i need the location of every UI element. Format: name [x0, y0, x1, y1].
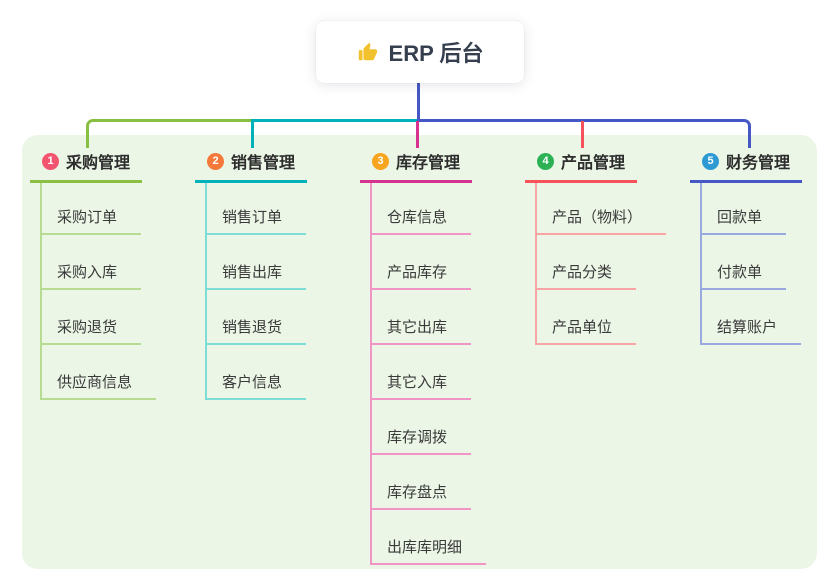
list-item: 回款单 [702, 183, 839, 235]
branch-title-label: 产品管理 [561, 155, 626, 172]
branch-items: 回款单 付款单 结算账户 [700, 183, 839, 345]
connector-root-vertical [417, 83, 420, 120]
subtopic-node[interactable]: 产品单位 [537, 316, 637, 345]
list-item: 付款单 [702, 235, 839, 290]
subtopic-node[interactable]: 产品分类 [537, 261, 637, 290]
thumbs-up-icon [358, 42, 377, 61]
branch-number-badge: 2 [207, 152, 224, 170]
subtopic-node[interactable]: 采购入库 [42, 261, 142, 290]
list-item: 库存调拨 [372, 400, 520, 455]
subtopic-node[interactable]: 回款单 [702, 206, 787, 235]
subtopic-node[interactable]: 客户信息 [207, 371, 307, 400]
list-item: 产品库存 [372, 235, 520, 290]
list-item: 销售出库 [207, 235, 355, 290]
list-item: 仓库信息 [372, 183, 520, 235]
branch-items: 产品（物料） 产品分类 产品单位 [535, 183, 685, 345]
root-node[interactable]: ERP 后台 [316, 21, 524, 83]
list-item: 客户信息 [207, 345, 355, 400]
list-item: 销售退货 [207, 290, 355, 345]
list-item: 采购退货 [42, 290, 190, 345]
connector-branch5-elbow [417, 119, 751, 148]
branch-number-badge: 5 [702, 152, 719, 170]
branch-purchase-management: 1 采购管理 采购订单 采购入库 采购退货 供应商信息 [30, 146, 190, 400]
branch-product-management: 4 产品管理 产品（物料） 产品分类 产品单位 [525, 146, 685, 345]
list-item: 出库库明细 [372, 510, 520, 565]
branch-title-label: 销售管理 [231, 155, 296, 172]
list-item: 其它入库 [372, 345, 520, 400]
subtopic-node[interactable]: 供应商信息 [42, 371, 157, 400]
branch-finance-management: 5 财务管理 回款单 付款单 结算账户 [690, 146, 839, 345]
branch-inventory-management: 3 库存管理 仓库信息 产品库存 其它出库 其它入库 库存调拨 库存盘点 出库库… [360, 146, 520, 565]
branch-items: 仓库信息 产品库存 其它出库 其它入库 库存调拨 库存盘点 出库库明细 [370, 183, 520, 565]
connector-branch3-drop [416, 121, 419, 148]
list-item: 产品分类 [537, 235, 685, 290]
branch-number-badge: 3 [372, 152, 389, 170]
list-item: 库存盘点 [372, 455, 520, 510]
subtopic-node[interactable]: 付款单 [702, 261, 787, 290]
list-item: 采购入库 [42, 235, 190, 290]
branch-title-node[interactable]: 2 销售管理 [195, 146, 307, 183]
list-item: 产品（物料） [537, 183, 685, 235]
branch-title-label: 采购管理 [66, 155, 131, 172]
list-item: 结算账户 [702, 290, 839, 345]
branch-items: 销售订单 销售出库 销售退货 客户信息 [205, 183, 355, 400]
branch-number-badge: 4 [537, 152, 554, 170]
connector-branch2-drop [251, 119, 254, 148]
subtopic-node[interactable]: 产品库存 [372, 261, 472, 290]
subtopic-node[interactable]: 其它出库 [372, 316, 472, 345]
branch-title-label: 库存管理 [396, 155, 461, 172]
connector-branch2-horizontal [253, 119, 417, 122]
branch-number-badge: 1 [42, 152, 59, 170]
connector-branch4-drop [581, 121, 584, 148]
subtopic-node[interactable]: 采购订单 [42, 206, 142, 235]
subtopic-node[interactable]: 销售出库 [207, 261, 307, 290]
branch-title-node[interactable]: 4 产品管理 [525, 146, 637, 183]
subtopic-node[interactable]: 出库库明细 [372, 536, 487, 565]
subtopic-node[interactable]: 产品（物料） [537, 206, 667, 235]
branch-sales-management: 2 销售管理 销售订单 销售出库 销售退货 客户信息 [195, 146, 355, 400]
branch-title-node[interactable]: 1 采购管理 [30, 146, 142, 183]
list-item: 采购订单 [42, 183, 190, 235]
subtopic-node[interactable]: 销售退货 [207, 316, 307, 345]
branch-items: 采购订单 采购入库 采购退货 供应商信息 [40, 183, 190, 400]
list-item: 产品单位 [537, 290, 685, 345]
connector-branch1-elbow [86, 119, 253, 148]
branch-title-label: 财务管理 [726, 155, 791, 172]
list-item: 销售订单 [207, 183, 355, 235]
branch-title-node[interactable]: 3 库存管理 [360, 146, 472, 183]
root-title: ERP 后台 [388, 41, 484, 66]
subtopic-node[interactable]: 库存调拨 [372, 426, 472, 455]
list-item: 供应商信息 [42, 345, 190, 400]
subtopic-node[interactable]: 销售订单 [207, 206, 307, 235]
subtopic-node[interactable]: 其它入库 [372, 371, 472, 400]
subtopic-node[interactable]: 采购退货 [42, 316, 142, 345]
branches-panel [22, 135, 817, 569]
subtopic-node[interactable]: 仓库信息 [372, 206, 472, 235]
branch-title-node[interactable]: 5 财务管理 [690, 146, 802, 183]
list-item: 其它出库 [372, 290, 520, 345]
subtopic-node[interactable]: 结算账户 [702, 316, 802, 345]
subtopic-node[interactable]: 库存盘点 [372, 481, 472, 510]
